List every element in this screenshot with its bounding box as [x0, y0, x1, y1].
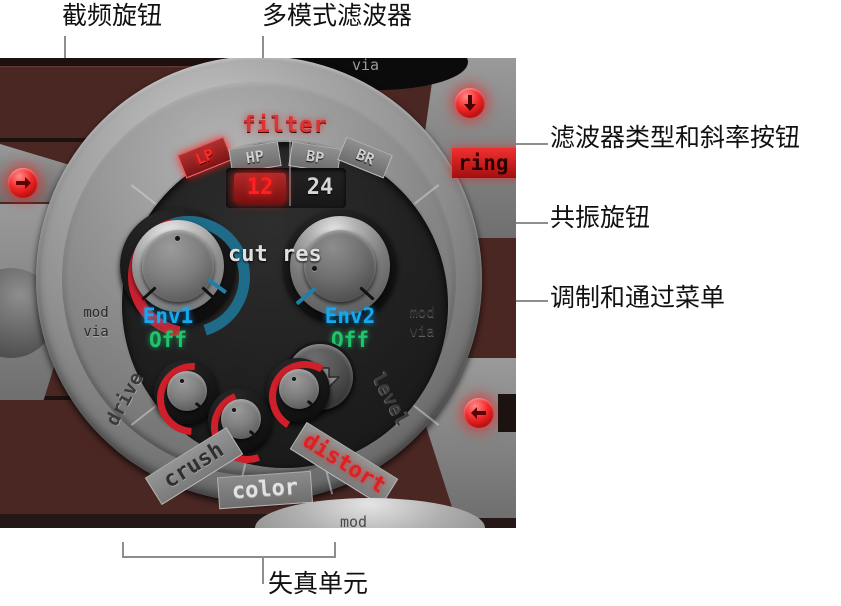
via-label-top: via: [352, 58, 380, 74]
synth-filter-panel: filter LP HP BP BR 12 24: [0, 58, 516, 528]
cutoff-knob-label: cut: [228, 242, 268, 267]
resonance-knob-indicator: [312, 266, 317, 271]
resonance-knob-label: res: [282, 242, 322, 267]
mod-amount-left[interactable]: Off: [149, 328, 187, 352]
right-arrow-icon: [16, 177, 31, 189]
slope-divider: [289, 140, 291, 206]
slope-button-12[interactable]: 12: [234, 173, 286, 203]
resonance-knob[interactable]: [284, 210, 396, 322]
panel-notch-left: [0, 138, 96, 142]
via-label-right: via: [409, 324, 435, 340]
cutoff-knob[interactable]: [104, 192, 274, 362]
mod-source-right[interactable]: Env2: [324, 304, 376, 328]
filter-module-housing: filter LP HP BP BR 12 24: [36, 58, 482, 510]
mod-label-left: mod: [83, 305, 109, 321]
annotation-distortion-label: 失真单元: [268, 570, 369, 598]
mod-label-bottom: mod: [340, 513, 368, 528]
cutoff-knob-indicator: [175, 236, 180, 241]
panel-notch-left-lower: [0, 396, 110, 400]
filter-section-title: filter: [242, 113, 328, 138]
bracket-distortion-left-tick: [122, 542, 124, 557]
annotation-filter-type-label: 滤波器类型和斜率按钮: [550, 124, 801, 152]
ring-modulation-button[interactable]: ring: [452, 148, 516, 178]
left-arrow-button[interactable]: [464, 398, 494, 428]
down-arrow-button[interactable]: [455, 88, 485, 118]
mod-via-right[interactable]: mod via: [402, 304, 442, 342]
annotation-multimode-label: 多模式滤波器: [262, 2, 413, 30]
drive-knob[interactable]: [142, 348, 244, 450]
panel-slot-right: [498, 394, 516, 432]
drive-label: drive: [101, 368, 148, 430]
via-label-left: via: [83, 324, 109, 340]
right-arrow-button[interactable]: [8, 168, 38, 198]
filter-module-ring: filter LP HP BP BR 12 24: [62, 82, 456, 510]
leader-multimode-stem: [262, 36, 264, 59]
leader-distortion-stem: [262, 556, 264, 584]
mod-label-right: mod: [409, 305, 435, 321]
bracket-distortion-bottom: [122, 556, 336, 558]
mod-source-left[interactable]: Env1: [142, 304, 194, 328]
drive-knob-indicator: [180, 379, 184, 383]
slope-button-24[interactable]: 24: [306, 175, 334, 200]
color-knob-indicator: [232, 408, 236, 412]
down-arrow-icon: [464, 95, 476, 111]
annotation-modvia-label: 调制和通过菜单: [550, 284, 726, 312]
left-arrow-icon: [471, 407, 486, 419]
annotation-cutoff-label: 截频旋钮: [62, 2, 163, 30]
level-knob[interactable]: [261, 353, 349, 441]
bracket-distortion-right-tick: [334, 542, 336, 557]
level-knob-indicator: [292, 377, 296, 381]
mod-via-left[interactable]: mod via: [76, 304, 116, 342]
modulation-menu-left[interactable]: Env1 Off: [116, 304, 220, 352]
annotation-resonance-label: 共振旋钮: [550, 204, 651, 232]
